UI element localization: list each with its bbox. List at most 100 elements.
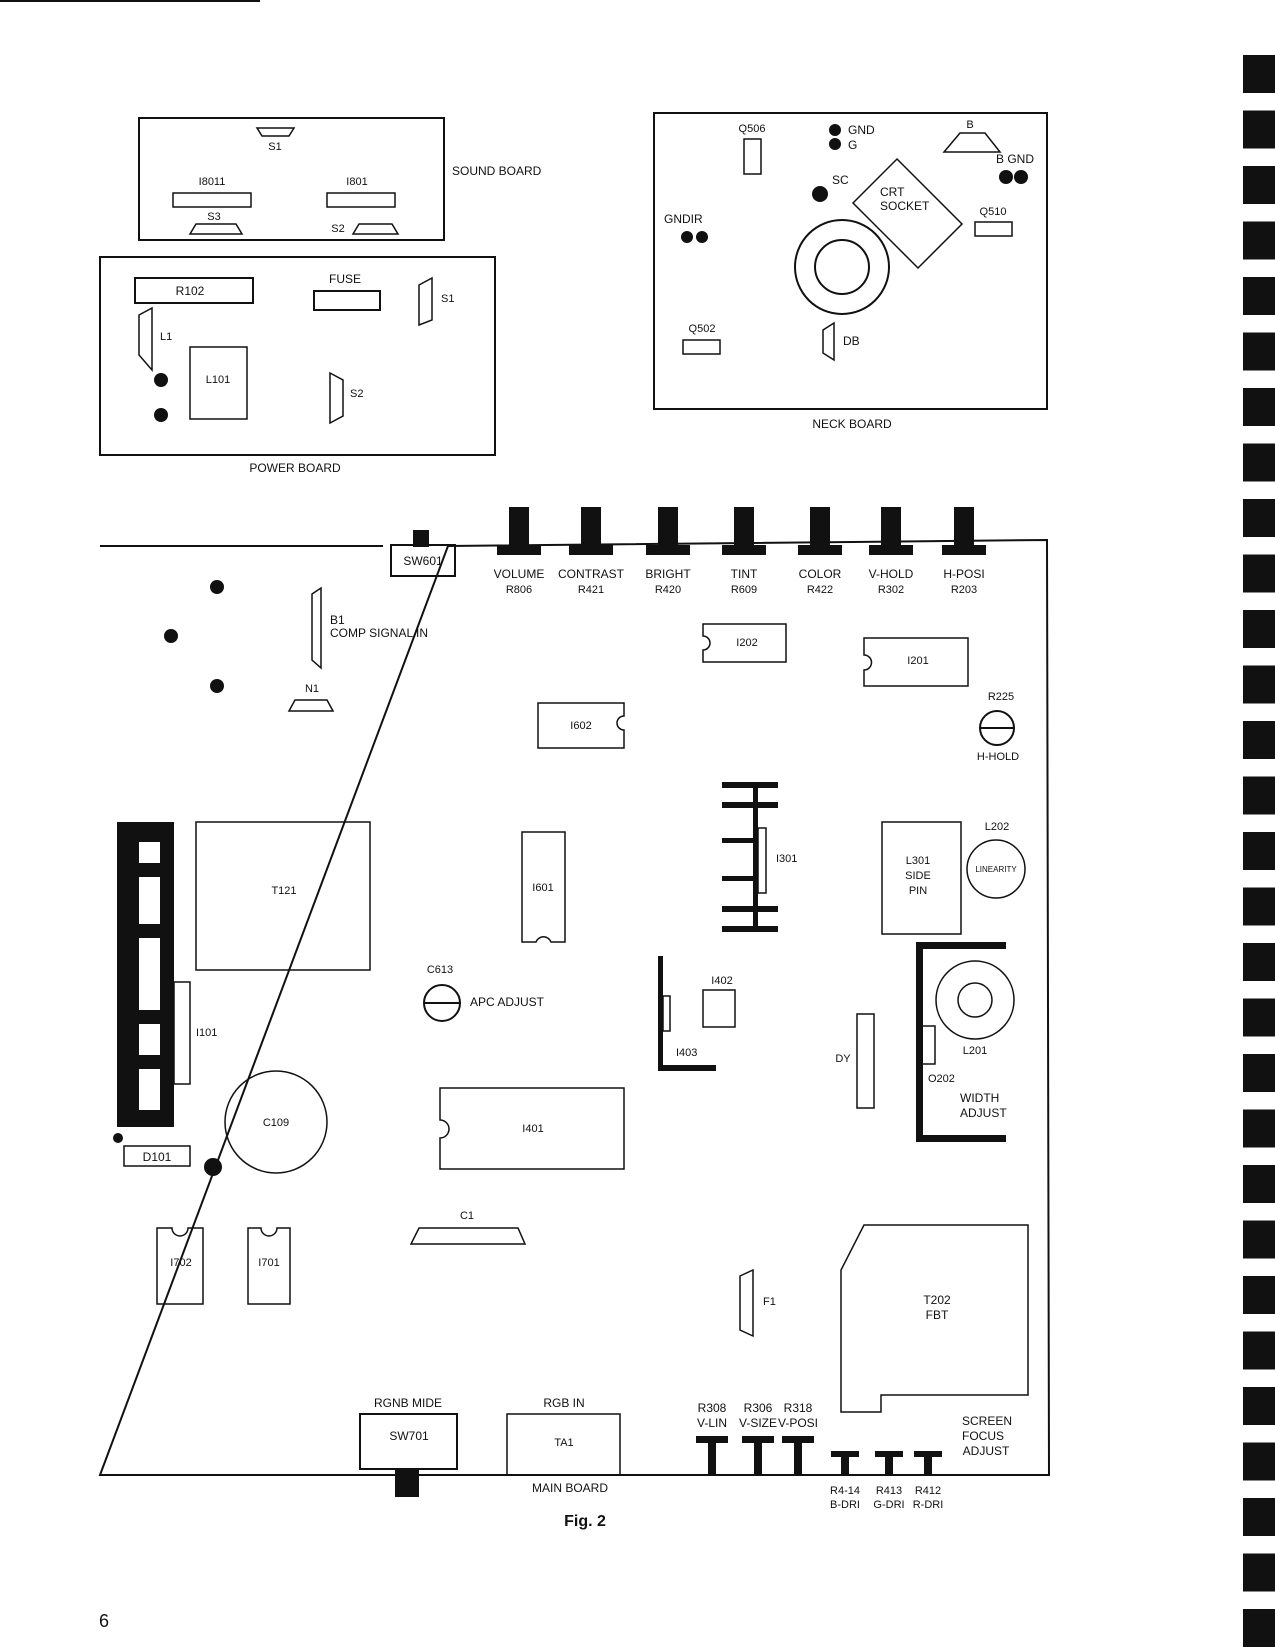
pot-ref-label: R609 bbox=[731, 584, 757, 596]
i202-chip bbox=[702, 623, 787, 663]
power-terminal bbox=[154, 408, 168, 422]
pot-contrast: CONTRAST R421 bbox=[558, 507, 625, 596]
i701-chip bbox=[247, 1227, 291, 1305]
pot-name-label: R-DRI bbox=[913, 1499, 944, 1511]
pot-ref-label: R420 bbox=[655, 584, 681, 596]
pot-ref-label: R806 bbox=[506, 584, 532, 596]
o202-label: O202 bbox=[928, 1073, 955, 1085]
pot-ref-label: R302 bbox=[878, 584, 904, 596]
l201-width-coil bbox=[916, 942, 1015, 1142]
pot-ref-label: R306 bbox=[744, 1401, 773, 1415]
l101-coil bbox=[189, 346, 248, 420]
pot-ref-label: R318 bbox=[784, 1401, 813, 1415]
pot-tint: TINT R609 bbox=[722, 507, 766, 596]
power-s1-label: S1 bbox=[441, 293, 454, 305]
bottom-adjust-pots: R308V-LINR306V-SIZER318V-POSIR4-14B-DRIR… bbox=[696, 1401, 943, 1511]
t202-fbt bbox=[840, 1224, 1029, 1413]
pot-ref-label: R203 bbox=[951, 584, 977, 596]
i8011-label: I8011 bbox=[199, 176, 226, 188]
t121-transformer bbox=[195, 821, 371, 971]
sound-s2-connector bbox=[351, 223, 400, 235]
l301-label-1: L301 bbox=[906, 855, 930, 867]
pot-ref-label: R308 bbox=[698, 1401, 727, 1415]
q502-label: Q502 bbox=[689, 323, 716, 335]
l301-label-3: PIN bbox=[909, 885, 927, 897]
linearity-label: LINEARITY bbox=[975, 865, 1017, 874]
fuse-holder bbox=[313, 290, 381, 311]
apc-adjust-label: APC ADJUST bbox=[470, 995, 545, 1009]
power-board-title: POWER BOARD bbox=[249, 461, 341, 475]
l301-coil bbox=[881, 821, 962, 935]
i601-chip bbox=[521, 831, 566, 943]
power-board: R102 FUSE S1 L1 L101 S2 POWER BOARD bbox=[99, 256, 496, 475]
mounting-hole bbox=[210, 580, 224, 594]
i702-chip bbox=[156, 1227, 204, 1305]
sound-board-title: SOUND BOARD bbox=[452, 164, 542, 178]
binding-edge-marks bbox=[1243, 55, 1275, 1647]
crt-socket-label-2: SOCKET bbox=[880, 199, 930, 213]
c613-label: C613 bbox=[427, 964, 453, 976]
pot-ref-label: R412 bbox=[915, 1485, 941, 1497]
pot-name-label: VOLUME bbox=[494, 567, 545, 581]
i101-label: I101 bbox=[196, 1027, 217, 1039]
l301-label-2: SIDE bbox=[905, 870, 931, 882]
pot-name-label: CONTRAST bbox=[558, 567, 625, 581]
s3-label: S3 bbox=[207, 211, 220, 223]
width-adjust-label-2: ADJUST bbox=[960, 1106, 1007, 1120]
main-board-title: MAIN BOARD bbox=[532, 1481, 608, 1495]
pot-name-label: V-LIN bbox=[697, 1416, 727, 1430]
d101-terminal bbox=[113, 1133, 123, 1143]
i201-label: I201 bbox=[907, 655, 928, 667]
r102-label: R102 bbox=[176, 284, 205, 298]
sw701-label: SW701 bbox=[389, 1429, 429, 1443]
sound-s1-label: S1 bbox=[268, 141, 281, 153]
f1-connector bbox=[739, 1268, 754, 1338]
pot-v-hold: V-HOLD R302 bbox=[869, 507, 914, 596]
sw701-switch bbox=[359, 1413, 458, 1470]
n1-label: N1 bbox=[305, 683, 319, 695]
mounting-hole bbox=[210, 679, 224, 693]
gndir-terminal bbox=[681, 231, 693, 243]
t202-label-2: FBT bbox=[926, 1308, 949, 1322]
q510-socket bbox=[974, 221, 1013, 237]
i402-chip bbox=[702, 989, 736, 1028]
page-number: 6 bbox=[99, 1611, 109, 1631]
pot-name-label: TINT bbox=[731, 567, 758, 581]
g-terminal bbox=[829, 138, 841, 150]
rgb-in-label: RGB IN bbox=[543, 1396, 584, 1410]
pot-name-label: V-HOLD bbox=[869, 567, 914, 581]
n1-connector bbox=[287, 699, 335, 712]
sound-board: S1 SOUND BOARD I8011 I801 S3 S2 bbox=[138, 117, 542, 241]
b-connector bbox=[942, 132, 1002, 153]
i403-heatsink bbox=[658, 956, 716, 1071]
pot-name-label: G-DRI bbox=[873, 1499, 904, 1511]
i701-label: I701 bbox=[258, 1257, 279, 1269]
power-terminal bbox=[154, 373, 168, 387]
power-s2-connector bbox=[329, 371, 344, 425]
r225-label: R225 bbox=[988, 691, 1014, 703]
sw601-switch bbox=[390, 544, 456, 577]
mounting-hole bbox=[204, 1158, 222, 1176]
width-adjust-label-1: WIDTH bbox=[960, 1091, 999, 1105]
ta1-connector bbox=[506, 1413, 621, 1476]
q510-label: Q510 bbox=[980, 206, 1007, 218]
i401-label: I401 bbox=[522, 1123, 543, 1135]
pot-ref-label: R421 bbox=[578, 584, 604, 596]
b-label: B bbox=[966, 119, 973, 131]
i602-chip bbox=[537, 702, 625, 749]
l1-label: L1 bbox=[160, 331, 172, 343]
c1-connector bbox=[409, 1227, 527, 1245]
db-label: DB bbox=[843, 334, 860, 348]
l201-label: L201 bbox=[963, 1045, 987, 1057]
i801-label: I801 bbox=[346, 176, 367, 188]
i401-chip bbox=[439, 1087, 625, 1170]
top-control-pots: VOLUMER806CONTRASTR421BRIGHTR420TINTR609… bbox=[494, 507, 986, 596]
pot-name-label: COLOR bbox=[799, 567, 842, 581]
screen-focus-label-1: SCREEN bbox=[962, 1414, 1012, 1428]
gnd-label: GND bbox=[848, 123, 875, 137]
c109-label: C109 bbox=[263, 1117, 289, 1129]
